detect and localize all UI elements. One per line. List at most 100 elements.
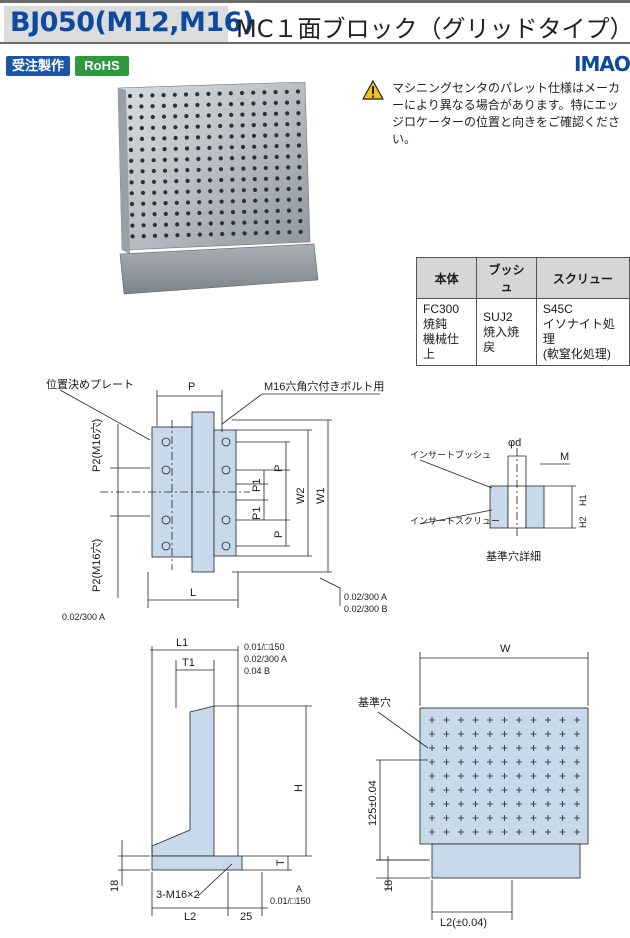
grid-cross: [516, 745, 522, 751]
grid-cross: [559, 759, 566, 765]
photo-hole: [230, 177, 235, 182]
photo-hole: [285, 111, 290, 116]
photo-hole: [253, 209, 258, 214]
label-phi-d: φd: [508, 437, 521, 449]
bolt-hole: [221, 465, 231, 475]
photo-hole: [175, 222, 180, 227]
grid-cross: [574, 773, 580, 779]
photo-hole: [217, 91, 222, 96]
photo-hole: [141, 212, 146, 217]
photo-hole: [150, 125, 156, 130]
photo-hole: [240, 144, 246, 150]
photo-hole: [196, 189, 202, 194]
grid-cross: [501, 787, 508, 793]
photo-hole: [195, 135, 201, 140]
photo-hole: [208, 221, 213, 226]
photo-hole: [172, 92, 177, 97]
photo-hole: [196, 156, 201, 162]
photo-hole: [162, 168, 168, 173]
photo-hole: [151, 147, 156, 152]
photo-hole: [240, 112, 245, 117]
photo-hole: [207, 135, 212, 140]
photo-hole: [252, 166, 257, 171]
label-125: 125±0.04: [367, 780, 379, 826]
grid-cross: [472, 717, 479, 723]
photo-hole: [130, 223, 135, 228]
grid-cross: [530, 829, 537, 835]
grid-cross: [429, 801, 435, 807]
grid-cross: [429, 787, 435, 793]
photo-hole: [161, 103, 166, 108]
grid-cross: [501, 717, 508, 723]
label-p1-b: P1: [251, 507, 263, 520]
label-tol-f4: 0.01/□150: [270, 896, 310, 906]
photo-hole: [206, 91, 211, 96]
photo-hole: [150, 104, 155, 109]
bolt-hole: [161, 437, 171, 447]
photo-hole: [219, 188, 224, 193]
photo-hole: [128, 104, 133, 109]
photo-hole: [175, 233, 180, 238]
grid-cross: [487, 801, 493, 807]
photo-hole: [197, 200, 202, 205]
photo-hole: [285, 143, 290, 148]
photo-hole: [219, 177, 224, 183]
grid-cross: [458, 787, 464, 793]
photo-hole: [173, 157, 179, 162]
grid-cross: [516, 773, 522, 779]
grid-cross: [458, 815, 464, 821]
photo-hole: [242, 209, 247, 214]
photo-hole: [196, 146, 201, 151]
grid-cross: [487, 829, 493, 835]
grid-cross: [516, 801, 522, 807]
photo-hole: [185, 178, 190, 183]
label-p1-a: P1: [251, 479, 263, 492]
photo-hole: [231, 231, 236, 236]
grid-cross: [487, 717, 493, 723]
grid-cross: [545, 717, 551, 723]
label-w1: W1: [315, 488, 327, 505]
grid-cross: [559, 801, 566, 807]
grid-cross: [487, 731, 493, 737]
photo-hole: [297, 186, 302, 191]
photo-hole: [298, 229, 303, 234]
photo-hole: [162, 136, 167, 141]
grid-cross: [472, 801, 479, 807]
photo-hole: [241, 155, 246, 160]
photo-hole: [217, 113, 223, 118]
grid-cross: [443, 731, 450, 737]
photo-hole: [208, 189, 213, 194]
label-25: 25: [240, 911, 252, 923]
photo-hole: [230, 210, 236, 215]
grid-cross: [516, 759, 522, 765]
photo-hole: [172, 103, 178, 108]
photo-hole: [231, 220, 236, 225]
photo-hole: [286, 165, 291, 170]
photo-hole: [140, 147, 145, 152]
label-tol-a: 0.02/300 A: [344, 592, 387, 602]
bolt-hole: [221, 437, 231, 447]
grid-cross: [516, 829, 522, 835]
photo-hole: [286, 208, 292, 213]
photo-hole: [151, 136, 156, 141]
grid-cross: [501, 731, 508, 737]
grid-cross: [443, 759, 450, 765]
photo-hole: [219, 199, 224, 204]
photo-hole: [150, 93, 155, 98]
grid-cross: [443, 773, 450, 779]
grid-cross: [429, 745, 435, 751]
grid-cross: [530, 759, 537, 765]
made-to-order-badge: 受注製作品: [6, 56, 70, 93]
photo-hole: [218, 156, 223, 161]
photo-hole: [129, 169, 134, 174]
grid-hole-marks: [429, 717, 580, 835]
photo-hole: [184, 135, 189, 140]
photo-hole: [151, 158, 156, 163]
photo-hole: [252, 144, 257, 149]
photo-hole: [141, 201, 146, 206]
photo-hole: [151, 168, 156, 174]
rohs-badge: RoHS: [75, 56, 129, 76]
label-l: L: [190, 587, 196, 599]
photo-hole: [253, 198, 258, 203]
grid-cross: [530, 801, 537, 807]
